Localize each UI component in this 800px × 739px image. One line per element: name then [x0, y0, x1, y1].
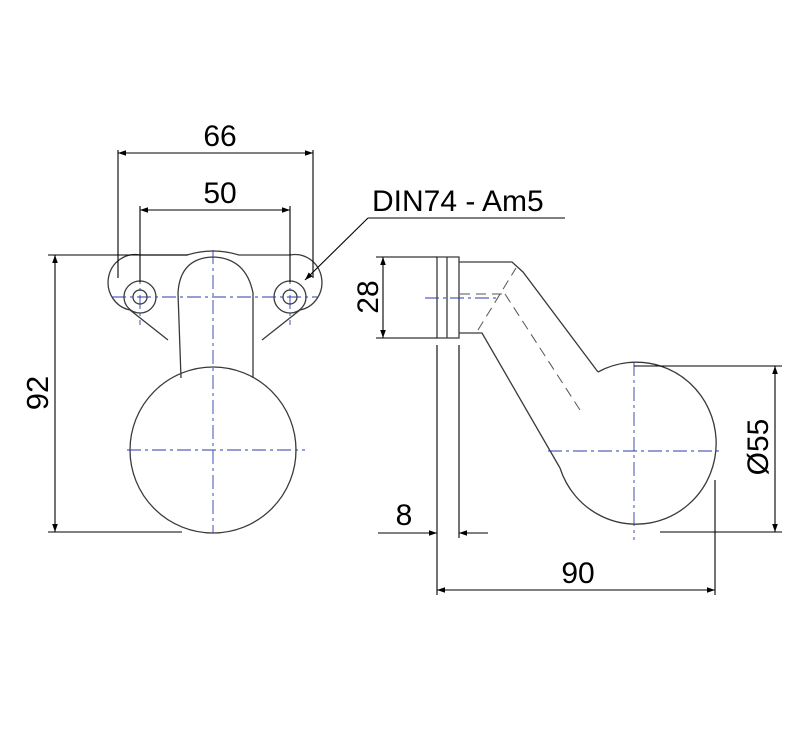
dim-depth-label: 90 — [561, 557, 594, 590]
dim-height-label: 92 — [20, 376, 55, 410]
din-callout-label: DIN74 - Am5 — [372, 185, 544, 218]
angled-arm — [459, 261, 599, 469]
stem — [177, 256, 254, 379]
dim-overall-width-label: 66 — [203, 120, 236, 153]
dim-hole-spacing-label: 50 — [203, 177, 236, 210]
front-view-dimensions: 66 50 92 — [20, 120, 314, 533]
din-callout: DIN74 - Am5 — [304, 185, 565, 281]
dim-lamp-diameter-label: Ø55 — [742, 419, 775, 476]
side-view-dimensions: 28 8 90 Ø55 — [352, 256, 782, 595]
front-view — [107, 250, 323, 534]
callout-leader — [304, 217, 369, 281]
side-view — [425, 256, 720, 540]
side-lamp-globe — [559, 361, 717, 525]
dim-collar-width-label: 8 — [396, 499, 413, 532]
collar — [436, 256, 460, 339]
dim-collar-height-label: 28 — [352, 280, 385, 313]
